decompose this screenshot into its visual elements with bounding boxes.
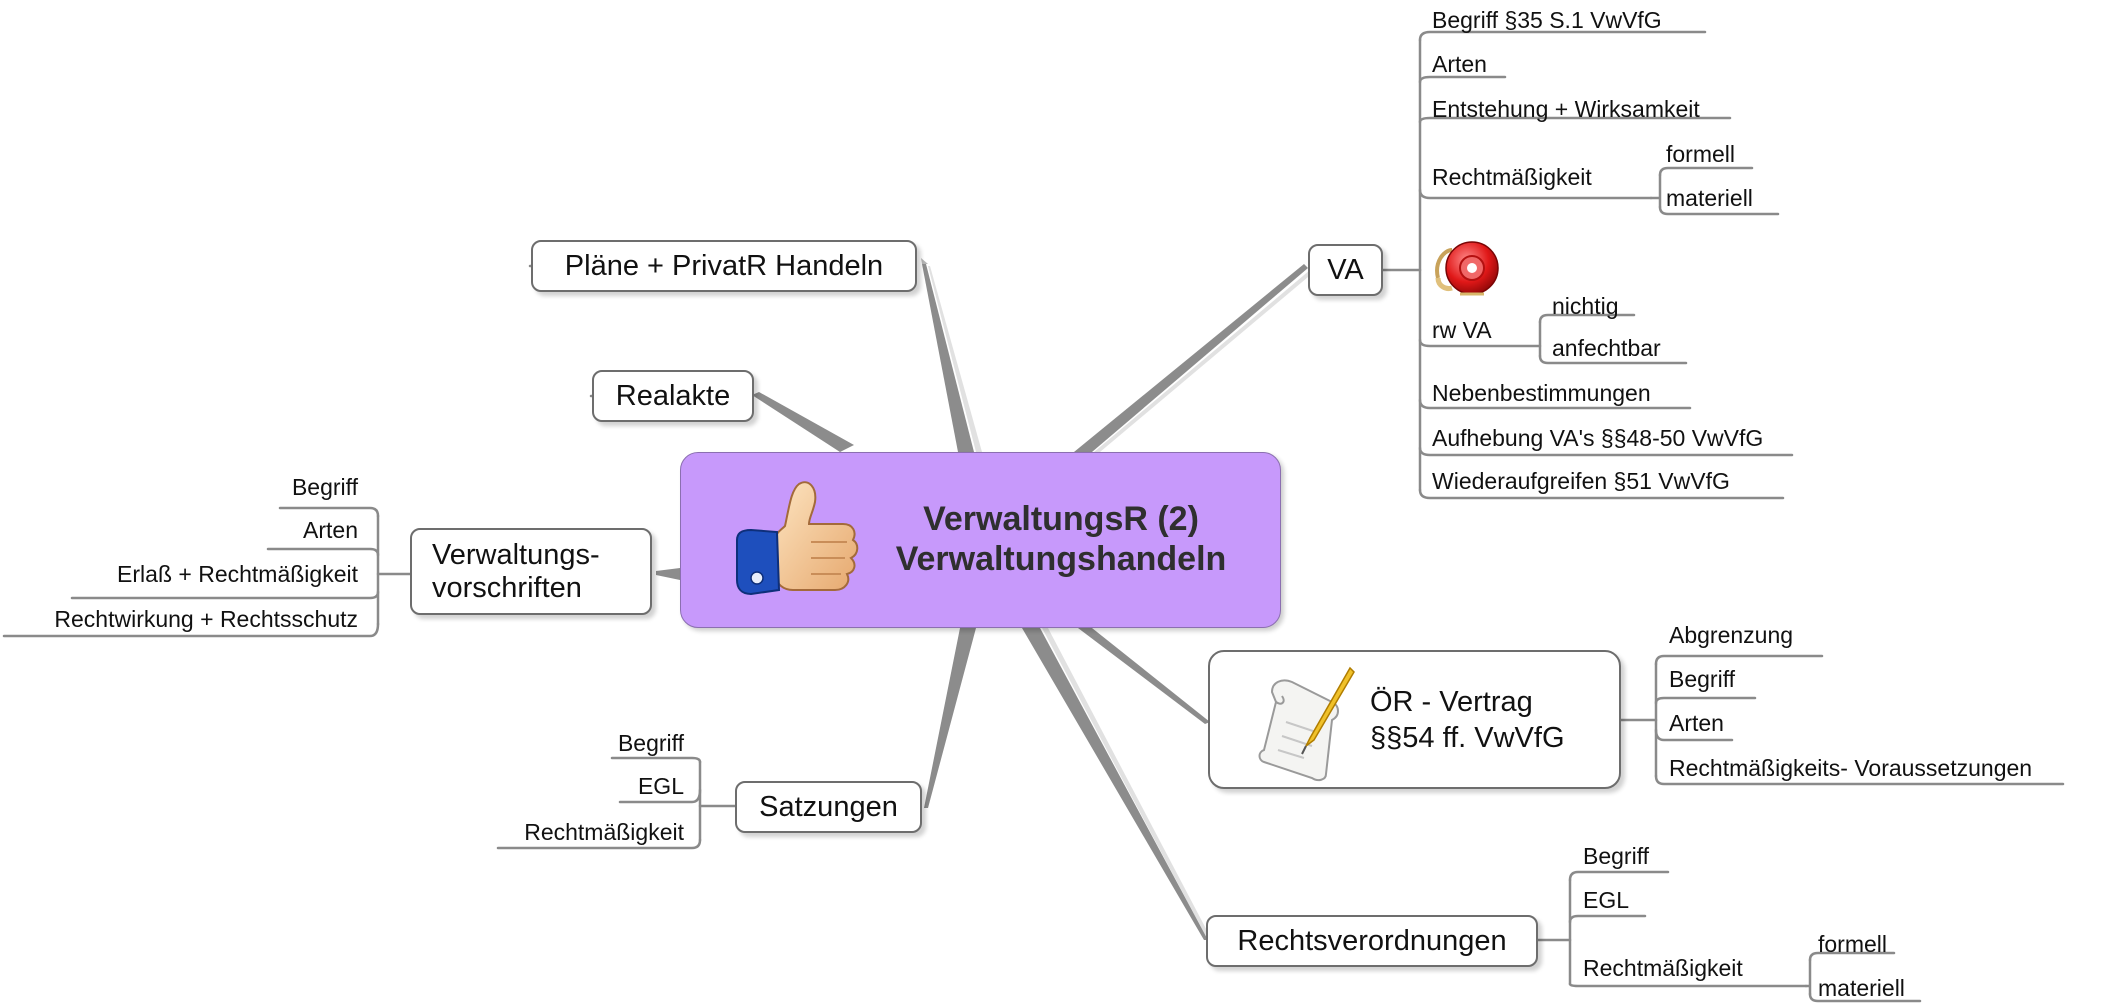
vv-item-arten[interactable]: Arten — [303, 517, 358, 543]
central-topic-title-line1: VerwaltungsR (2) — [923, 500, 1199, 538]
topic-oer-vertrag[interactable]: ÖR - Vertrag §§54 ff. VwVfG — [1208, 650, 1621, 789]
scroll-quill-icon — [1258, 666, 1355, 782]
topic-satzungen[interactable]: Satzungen — [735, 781, 922, 833]
topic-realakte-label: Realakte — [615, 379, 731, 412]
topic-rechtsverordnungen-label: Rechtsverordnungen — [1237, 924, 1507, 957]
branch-connector-realakte — [752, 392, 854, 452]
va-rwva-nichtig[interactable]: nichtig — [1552, 293, 1619, 319]
topic-verwaltungsvorschriften[interactable]: Verwaltungs- vorschriften — [410, 528, 652, 615]
topic-va[interactable]: VA — [1308, 244, 1383, 296]
oer-item-abgrenzung[interactable]: Abgrenzung — [1669, 622, 1794, 648]
va-rechtmaessigkeit-formell[interactable]: formell — [1666, 141, 1736, 167]
topic-rechtsverordnungen[interactable]: Rechtsverordnungen — [1206, 915, 1538, 967]
topic-verwaltungsvorschriften-line2: vorschriften — [432, 571, 582, 604]
va-item-wiederaufgreifen[interactable]: Wiederaufgreifen §51 VwVfG — [1432, 468, 1730, 494]
rvo-rechtmaessigkeit-materiell[interactable]: materiell — [1818, 975, 1905, 1001]
topic-va-label: VA — [1327, 253, 1364, 286]
satzungen-item-rechtmaessigkeit[interactable]: Rechtmäßigkeit — [524, 819, 684, 845]
topic-plaene-label: Pläne + PrivatR Handeln — [564, 249, 884, 282]
topic-plaene-privatr[interactable]: Pläne + PrivatR Handeln — [531, 240, 917, 292]
topic-realakte[interactable]: Realakte — [592, 370, 754, 422]
oer-item-arten[interactable]: Arten — [1669, 710, 1724, 736]
central-topic-title-line2: Verwaltungshandeln — [895, 540, 1227, 578]
va-item-arten[interactable]: Arten — [1432, 51, 1487, 77]
thumbs-up-icon — [736, 481, 859, 596]
va-item-entstehung[interactable]: Entstehung + Wirksamkeit — [1432, 96, 1700, 122]
rvo-item-rechtmaessigkeit[interactable]: Rechtmäßigkeit — [1583, 955, 1743, 981]
oer-item-rechtmaessigkeitsvoraussetzungen[interactable]: Rechtmäßigkeits- Voraussetzungen — [1669, 755, 2033, 781]
va-rwva-anfechtbar[interactable]: anfechtbar — [1552, 335, 1661, 361]
va-item-nebenbestimmungen[interactable]: Nebenbestimmungen — [1432, 380, 1651, 406]
rvo-item-begriff[interactable]: Begriff — [1583, 843, 1650, 869]
topic-oer-line1: ÖR - Vertrag — [1370, 685, 1533, 718]
oer-item-begriff[interactable]: Begriff — [1669, 666, 1736, 692]
branch-connector-satzungen — [924, 628, 976, 808]
vv-item-rechtwirkung[interactable]: Rechtwirkung + Rechtsschutz — [54, 606, 358, 632]
branch-connector-va — [1074, 264, 1308, 452]
satzungen-item-egl[interactable]: EGL — [637, 773, 684, 799]
va-item-rechtmaessigkeit[interactable]: Rechtmäßigkeit — [1432, 164, 1592, 190]
vv-item-erlass[interactable]: Erlaß + Rechtmäßigkeit — [117, 561, 358, 587]
central-topic[interactable]: VerwaltungsR (2) Verwaltungshandeln — [680, 452, 1281, 628]
topic-verwaltungsvorschriften-line1: Verwaltungs- — [432, 538, 600, 571]
rvo-item-egl[interactable]: EGL — [1583, 887, 1630, 913]
topic-oer-line2: §§54 ff. VwVfG — [1370, 721, 1565, 754]
satzungen-item-begriff[interactable]: Begriff — [617, 730, 684, 756]
alarm-bell-icon — [1435, 241, 1499, 296]
branch-connector-rechtsverordnungen — [1022, 628, 1208, 940]
va-item-begriff[interactable]: Begriff §35 S.1 VwVfG — [1432, 7, 1662, 33]
branch-connector-verwaltungsvorschriften — [656, 568, 680, 580]
rvo-rechtmaessigkeit-formell[interactable]: formell — [1818, 931, 1888, 957]
vv-item-begriff[interactable]: Begriff — [291, 474, 358, 500]
topic-satzungen-label: Satzungen — [759, 790, 898, 823]
branch-connector-plaene — [922, 264, 974, 452]
va-item-rw-va[interactable]: rw VA — [1432, 317, 1492, 343]
branch-connector-oer — [1078, 628, 1210, 724]
va-rechtmaessigkeit-materiell[interactable]: materiell — [1666, 185, 1753, 211]
va-item-aufhebung[interactable]: Aufhebung VA's §§48-50 VwVfG — [1432, 425, 1764, 451]
